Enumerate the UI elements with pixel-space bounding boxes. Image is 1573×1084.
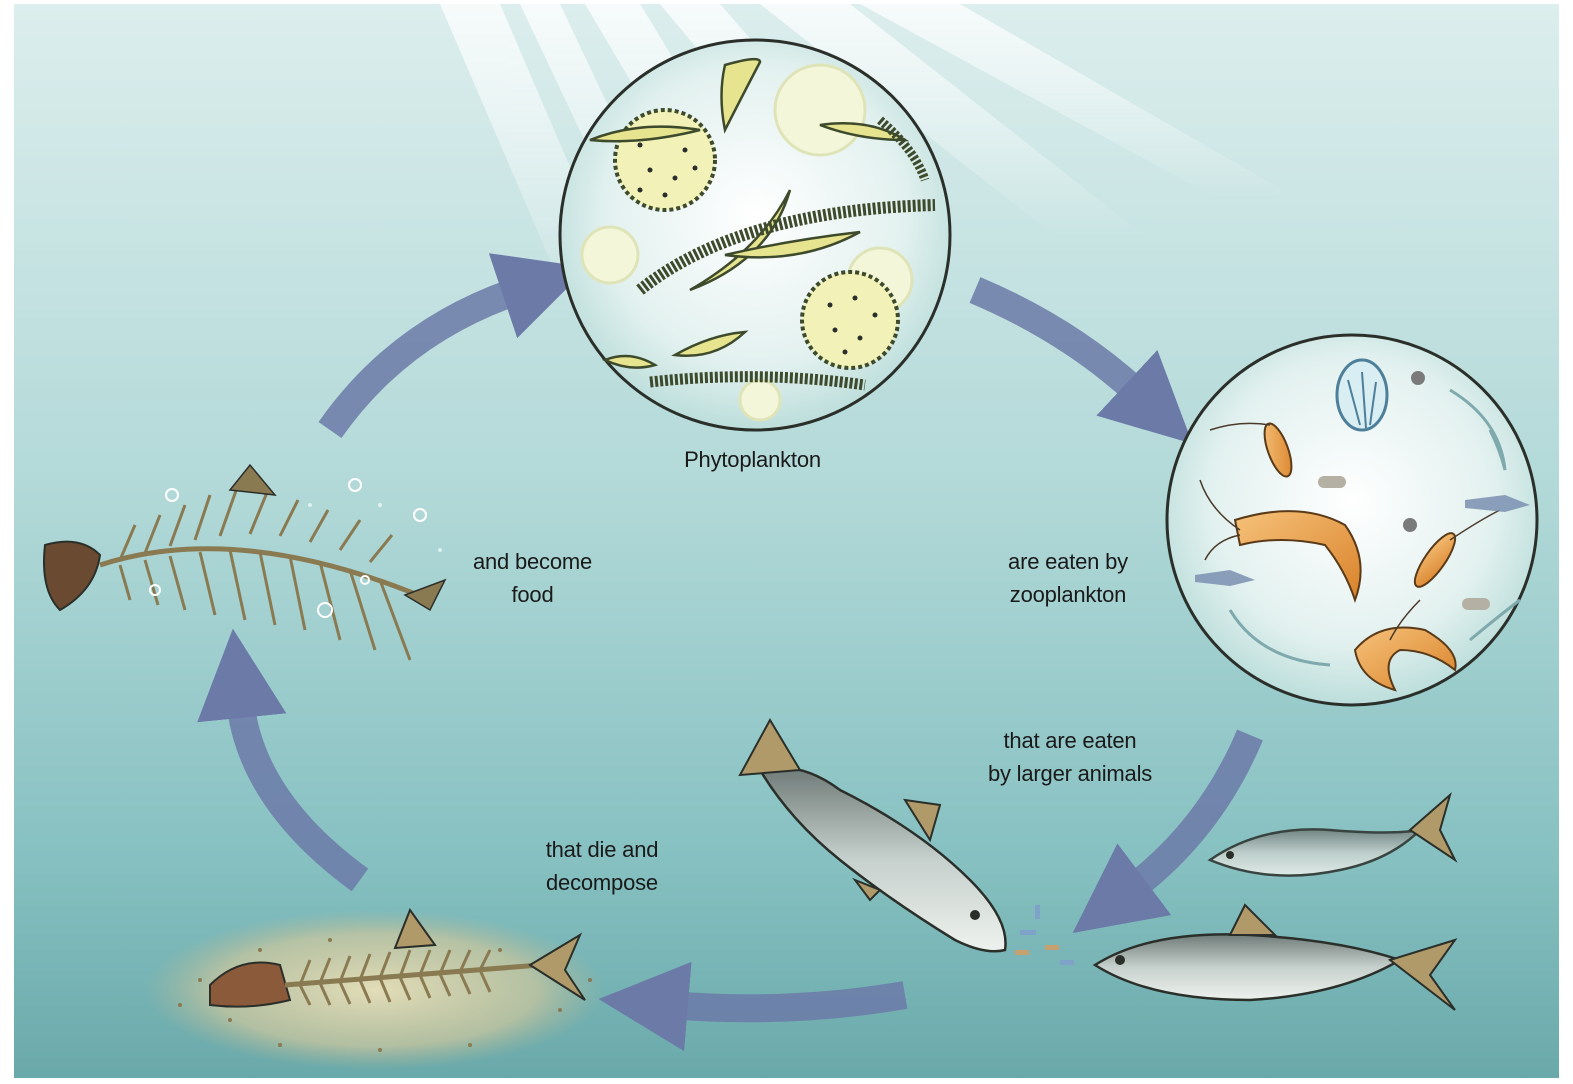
label-decompose-line-2: decompose xyxy=(512,866,692,899)
label-larger-animals-line-1: that are eaten xyxy=(950,724,1190,757)
zooplankton-bubble xyxy=(1167,335,1537,705)
label-larger-animals-line-2: by larger animals xyxy=(950,757,1190,790)
label-food: and become food xyxy=(440,545,625,611)
label-phytoplankton: Phytoplankton xyxy=(660,443,845,476)
label-food-line-2: food xyxy=(440,578,625,611)
label-decompose-line-1: that die and xyxy=(512,833,692,866)
label-phytoplankton-line-1: Phytoplankton xyxy=(660,443,845,476)
label-larger-animals: that are eaten by larger animals xyxy=(950,724,1190,790)
label-zooplankton-line-1: are eaten by xyxy=(968,545,1168,578)
phytoplankton-bubble xyxy=(560,40,950,430)
label-zooplankton-line-2: zooplankton xyxy=(968,578,1168,611)
label-zooplankton: are eaten by zooplankton xyxy=(968,545,1168,611)
arrow-larger-animals-to-decompose xyxy=(670,995,905,1008)
label-food-line-1: and become xyxy=(440,545,625,578)
label-decompose: that die and decompose xyxy=(512,833,692,899)
decomposing-fish xyxy=(145,910,605,1070)
